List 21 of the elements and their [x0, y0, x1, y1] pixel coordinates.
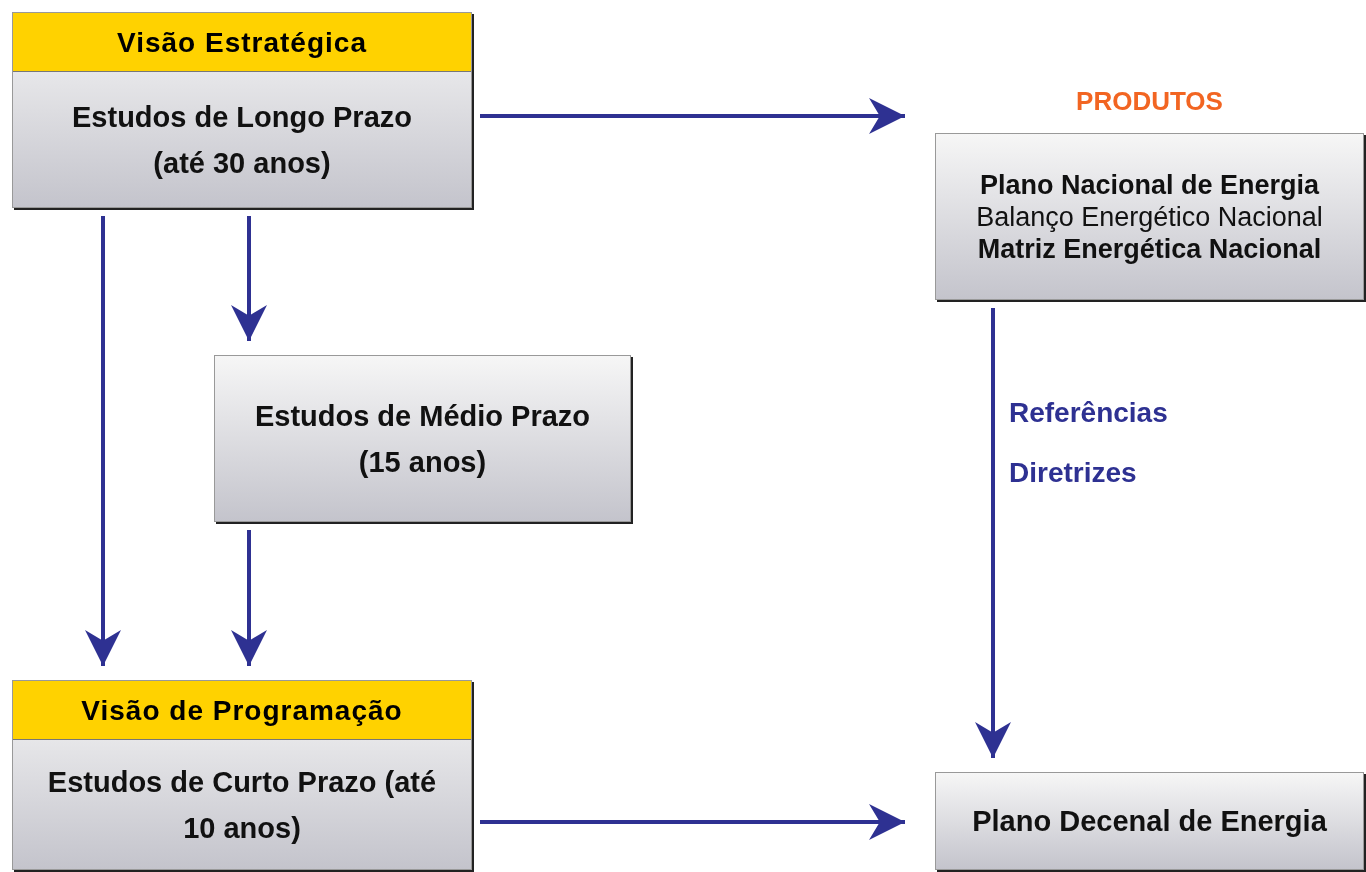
- process-box: [12, 680, 472, 870]
- arrow: [85, 216, 121, 666]
- process-box: [935, 772, 1364, 870]
- section-header: Visão Estratégica: [13, 13, 471, 72]
- box-text: Matriz Energética Nacional: [976, 232, 1323, 265]
- box-text: Plano Nacional de Energia: [978, 168, 1321, 201]
- arrow: [231, 530, 267, 666]
- heading: PRODUTOS: [1075, 86, 1224, 117]
- box-text: Plano Decenal de Energia: [971, 804, 1328, 839]
- arrow: [480, 804, 905, 840]
- box-text: Balanço Energético Nacional: [975, 200, 1324, 233]
- arrow: [975, 308, 1011, 758]
- edge-label: Referências Diretrizes: [1009, 396, 1169, 490]
- box-text: Estudos de Curto Prazo (até 10 anos): [46, 764, 438, 846]
- box-text: Estudos de Longo Prazo (até 30 anos): [71, 99, 413, 181]
- process-box: [214, 355, 631, 522]
- section-header: Visão de Programação: [13, 681, 471, 740]
- arrow: [231, 216, 267, 341]
- box-text: Estudos de Médio Prazo (15 anos): [253, 398, 592, 480]
- process-box: [12, 12, 472, 208]
- arrow: [480, 98, 905, 134]
